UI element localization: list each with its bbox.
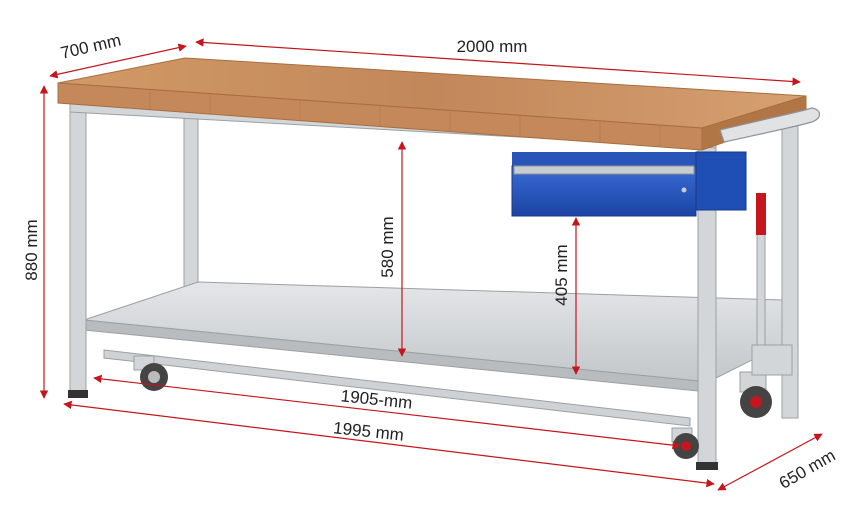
label-clearance-top: 580 mm [378,216,397,277]
drawer-handle [513,165,695,175]
dim-line-top-width [195,38,801,86]
front-left-foot [68,390,88,398]
dim-line-frame-width [63,400,715,488]
dimension-lines [39,38,823,491]
label-total-height: 880 mm [22,219,41,280]
drawer-lock [681,187,687,193]
push-handle [719,107,821,143]
drawer-unit [511,151,747,217]
back-left-leg [183,117,199,289]
label-frame-depth: 650 mm [776,446,839,493]
right-caster-wheel [671,427,699,459]
label-top-depth: 700 mm [59,30,123,62]
label-frame-width: 1995 mm [332,418,404,444]
front-left-leg [69,102,87,394]
dim-line-top-depth [49,43,187,79]
dim-line-frame-depth [717,433,823,491]
lift-lever-grip [756,193,766,235]
front-right-foot [696,462,718,470]
label-top-width: 2000 mm [457,37,528,56]
worktop-grain [149,90,661,146]
rear-caster-wheel [739,371,772,418]
lever-mechanism [751,344,793,376]
bottom-shelf [83,281,783,383]
label-clearance-drawer: 405 mm [552,244,571,305]
